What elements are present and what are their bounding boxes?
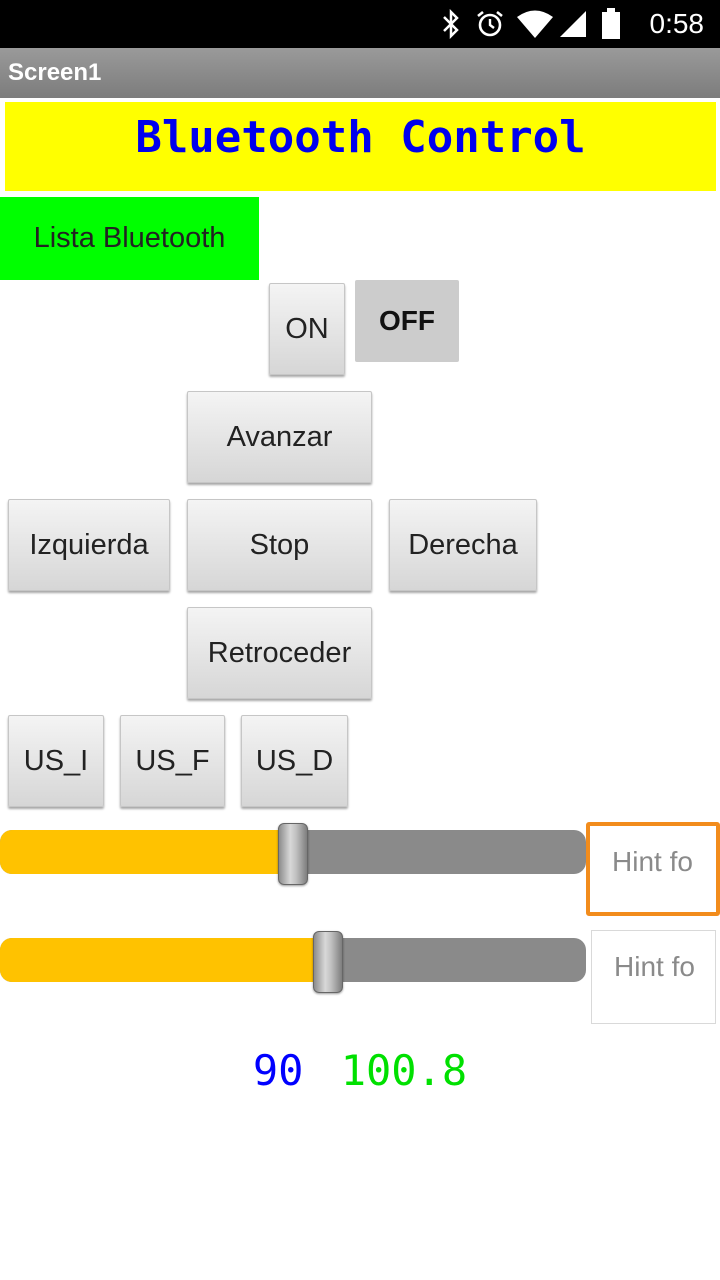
value-input-2[interactable]: Hint fo	[591, 930, 716, 1024]
angle-slider[interactable]	[0, 938, 586, 982]
slider-thumb[interactable]	[313, 931, 343, 993]
status-bar: 0:58	[0, 0, 720, 48]
on-button[interactable]: ON	[269, 283, 345, 375]
header-banner: Bluetooth Control	[5, 102, 716, 191]
slider-thumb[interactable]	[278, 823, 308, 885]
right-button[interactable]: Derecha	[389, 499, 537, 591]
sensor-left-button[interactable]: US_I	[8, 715, 104, 807]
forward-button[interactable]: Avanzar	[187, 391, 372, 483]
stop-button[interactable]: Stop	[187, 499, 372, 591]
sensor-right-button[interactable]: US_D	[241, 715, 348, 807]
bluetooth-icon	[438, 0, 464, 48]
app-title-bar: Screen1	[0, 48, 720, 98]
screen-title: Screen1	[8, 59, 102, 86]
slider-fill	[0, 830, 293, 874]
slider-fill	[0, 938, 328, 982]
slider-value-2: 100.8	[340, 1046, 468, 1095]
sensor-front-button[interactable]: US_F	[120, 715, 225, 807]
backward-button[interactable]: Retroceder	[187, 607, 372, 699]
signal-icon	[556, 0, 590, 48]
battery-icon	[598, 0, 624, 48]
header-title: Bluetooth Control	[135, 112, 586, 163]
value-readouts: 90 100.8	[0, 1046, 720, 1095]
wifi-icon	[516, 0, 554, 48]
slider-value-1: 90	[252, 1046, 304, 1095]
alarm-icon	[474, 0, 506, 48]
bluetooth-list-button[interactable]: Lista Bluetooth	[0, 197, 259, 280]
left-button[interactable]: Izquierda	[8, 499, 170, 591]
value-input-1[interactable]: Hint fo	[586, 822, 720, 916]
clock-time: 0:58	[649, 8, 705, 39]
off-button[interactable]: OFF	[355, 280, 459, 362]
